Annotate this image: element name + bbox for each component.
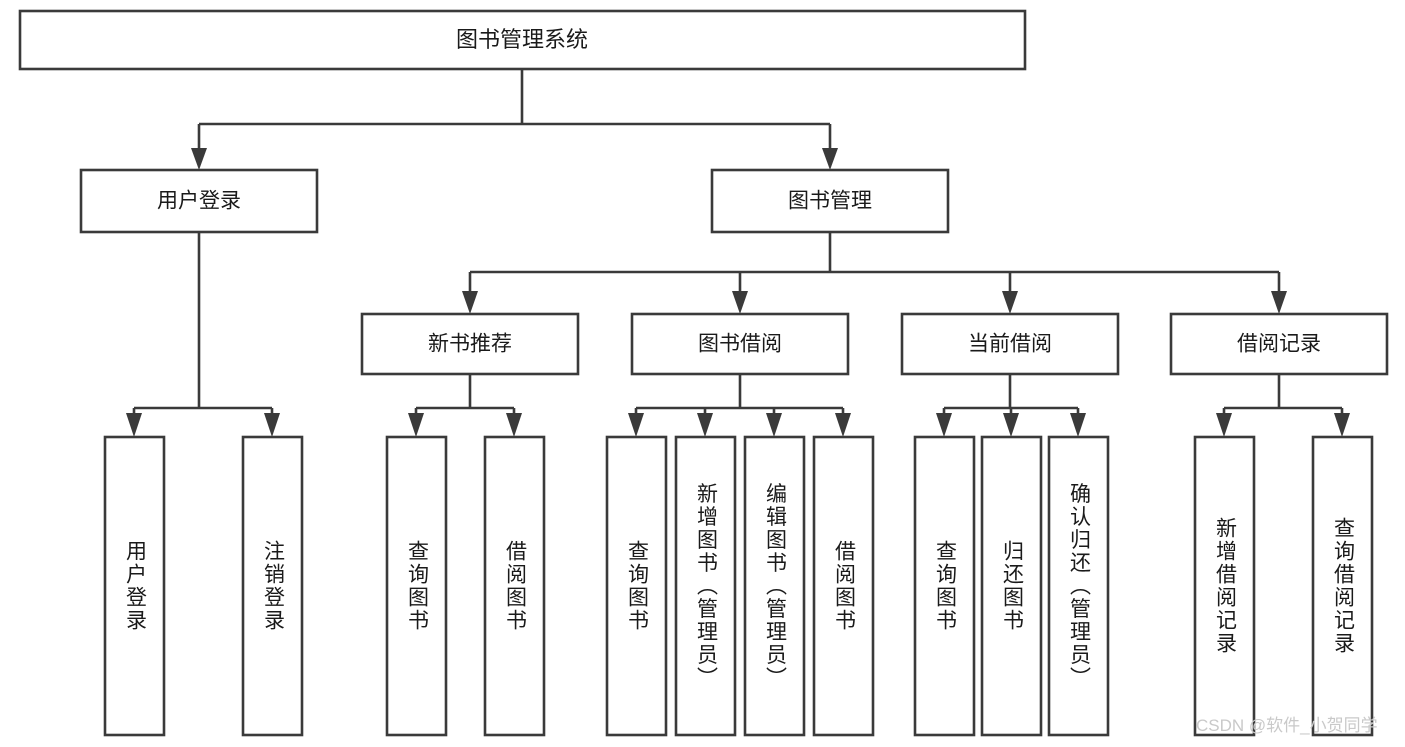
node-book-management-box[interactable] xyxy=(710,168,950,234)
leaf-current-borrow-3-label: 确认归还（管理员） xyxy=(1067,483,1091,690)
leaf-current-borrow-1-box[interactable] xyxy=(913,435,976,737)
arrowhead-bb-leaf2 xyxy=(697,413,713,437)
node-current-borrow[interactable]: 当前借阅 xyxy=(900,312,1120,376)
leaf-new-book-1[interactable]: 查询图书 xyxy=(385,435,448,737)
node-new-book-recommend[interactable]: 新书推荐 xyxy=(360,312,580,376)
arrowhead-book-mgmt xyxy=(822,148,838,170)
leaf-book-borrow-3[interactable]: 编辑图书（管理员） xyxy=(743,435,806,737)
arrowhead-new-book xyxy=(462,291,478,314)
leaf-current-borrow-3[interactable]: 确认归还（管理员） xyxy=(1047,435,1110,737)
leaf-new-book-1-label: 查询图书 xyxy=(405,540,429,632)
arrowhead-bb-leaf4 xyxy=(835,413,851,437)
node-book-borrow[interactable]: 图书借阅 xyxy=(630,312,850,376)
leaf-current-borrow-1-label: 查询图书 xyxy=(933,540,957,632)
arrowhead-cb-leaf2 xyxy=(1003,413,1019,437)
leaf-book-borrow-4-box[interactable] xyxy=(812,435,875,737)
node-new-book-recommend-label: 新书推荐 xyxy=(428,333,512,356)
leaf-book-borrow-4-label: 借阅图书 xyxy=(832,540,856,632)
arrowhead-br-leaf2 xyxy=(1334,413,1350,437)
leaf-current-borrow-2-box[interactable] xyxy=(980,435,1043,737)
node-user-login[interactable]: 用户登录 xyxy=(79,168,319,234)
node-current-borrow-box[interactable] xyxy=(900,312,1120,376)
arrowhead-cb-leaf1 xyxy=(936,413,952,437)
node-new-book-recommend-box[interactable] xyxy=(360,312,580,376)
leaf-book-borrow-3-box[interactable] xyxy=(743,435,806,737)
leaf-book-borrow-1-box[interactable] xyxy=(605,435,668,737)
leaf-user-login-2-label: 注销登录 xyxy=(261,540,285,632)
node-borrow-record[interactable]: 借阅记录 xyxy=(1169,312,1389,376)
arrowhead-book-borrow xyxy=(732,291,748,314)
leaf-borrow-record-1-box[interactable] xyxy=(1193,435,1256,737)
leaf-user-login-1-box[interactable] xyxy=(103,435,166,737)
leaf-user-login-2[interactable]: 注销登录 xyxy=(241,435,304,737)
node-root-label: 图书管理系统 xyxy=(456,27,588,52)
arrowhead-br-leaf1 xyxy=(1216,413,1232,437)
node-user-login-box[interactable] xyxy=(79,168,319,234)
leaf-user-login-2-box[interactable] xyxy=(241,435,304,737)
leaf-book-borrow-2-label: 新增图书（管理员） xyxy=(694,483,718,690)
arrowhead-user-login xyxy=(191,148,207,170)
node-book-borrow-label: 图书借阅 xyxy=(698,333,782,356)
arrowhead-ul-leaf2 xyxy=(264,413,280,437)
node-book-management[interactable]: 图书管理 xyxy=(710,168,950,234)
leaf-current-borrow-2-label: 归还图书 xyxy=(1000,540,1024,632)
leaf-new-book-1-box[interactable] xyxy=(385,435,448,737)
node-root-box[interactable] xyxy=(18,9,1027,71)
node-book-management-label: 图书管理 xyxy=(788,190,872,213)
node-book-borrow-box[interactable] xyxy=(630,312,850,376)
node-borrow-record-box[interactable] xyxy=(1169,312,1389,376)
node-current-borrow-label: 当前借阅 xyxy=(968,333,1052,356)
leaf-book-borrow-1[interactable]: 查询图书 xyxy=(605,435,668,737)
leaf-current-borrow-2[interactable]: 归还图书 xyxy=(980,435,1043,737)
leaf-borrow-record-1-label: 新增借阅记录 xyxy=(1213,517,1237,655)
leaf-current-borrow-1[interactable]: 查询图书 xyxy=(913,435,976,737)
leaf-new-book-2[interactable]: 借阅图书 xyxy=(483,435,546,737)
leaf-new-book-2-box[interactable] xyxy=(483,435,546,737)
arrowhead-borrow-record xyxy=(1271,291,1287,314)
leaf-book-borrow-4[interactable]: 借阅图书 xyxy=(812,435,875,737)
leaf-borrow-record-2-label: 查询借阅记录 xyxy=(1331,517,1355,655)
arrowhead-bb-leaf1 xyxy=(628,413,644,437)
arrowhead-nb-leaf2 xyxy=(506,413,522,437)
leaf-borrow-record-2[interactable]: 查询借阅记录 xyxy=(1311,435,1374,737)
leaf-user-login-1-label: 用户登录 xyxy=(123,540,147,632)
node-root[interactable]: 图书管理系统 xyxy=(18,9,1027,71)
leaf-book-borrow-2-box[interactable] xyxy=(674,435,737,737)
leaf-current-borrow-3-box[interactable] xyxy=(1047,435,1110,737)
arrowhead-current-borrow xyxy=(1002,291,1018,314)
leaf-borrow-record-2-box[interactable] xyxy=(1311,435,1374,737)
leaf-book-borrow-2[interactable]: 新增图书（管理员） xyxy=(674,435,737,737)
leaf-user-login-1[interactable]: 用户登录 xyxy=(103,435,166,737)
leaf-book-borrow-3-label: 编辑图书（管理员） xyxy=(763,483,787,690)
leaf-new-book-2-label: 借阅图书 xyxy=(503,540,527,632)
node-user-login-label: 用户登录 xyxy=(157,190,241,213)
arrowhead-ul-leaf1 xyxy=(126,413,142,437)
arrowhead-nb-leaf1 xyxy=(408,413,424,437)
leaf-borrow-record-1[interactable]: 新增借阅记录 xyxy=(1193,435,1256,737)
arrowhead-bb-leaf3 xyxy=(766,413,782,437)
leaf-book-borrow-1-label: 查询图书 xyxy=(625,540,649,632)
arrowhead-cb-leaf3 xyxy=(1070,413,1086,437)
node-borrow-record-label: 借阅记录 xyxy=(1237,333,1321,356)
connector-group xyxy=(126,69,1350,437)
